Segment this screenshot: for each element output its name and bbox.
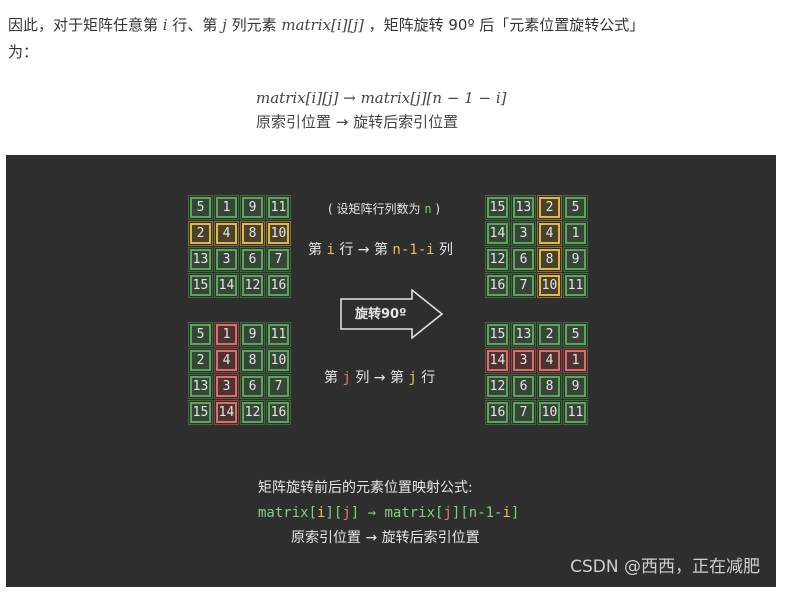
matrix-cell: 9	[563, 374, 588, 399]
matrix-cell: 8	[537, 374, 562, 399]
matrix-cell: 15	[485, 195, 510, 220]
code-formula: matrix[i][j] → matrix[j][n-1-i]	[258, 505, 520, 521]
matrix-cell: 13	[511, 322, 536, 347]
matrix-cell: 6	[240, 247, 265, 272]
matrix-cell: 5	[188, 195, 213, 220]
matrix-cell: 5	[563, 195, 588, 220]
matrix-cell: 2	[188, 348, 213, 373]
diagram-caption: 矩阵旋转前后的元素位置映射公式:	[258, 480, 473, 496]
matrix-cell: 1	[563, 348, 588, 373]
matrix-cell: 4	[537, 221, 562, 246]
matrix-element: matrix[i][j]	[281, 16, 364, 34]
var-j: j	[222, 16, 227, 34]
matrix-cell: 2	[537, 195, 562, 220]
matrix-cell: 6	[511, 247, 536, 272]
formula-line-2: 原索引位置 → 旋转后索引位置	[256, 113, 459, 131]
matrix-cell: 5	[563, 322, 588, 347]
size-note: ( 设矩阵行列数为 n )	[328, 202, 441, 216]
matrix-cell: 2	[537, 322, 562, 347]
matrix-cell: 7	[266, 247, 291, 272]
matrix-cell: 4	[214, 221, 239, 246]
matrix-cell: 4	[537, 348, 562, 373]
matrix-cell: 2	[188, 221, 213, 246]
matrix-cell: 6	[511, 374, 536, 399]
matrix-cell: 3	[214, 374, 239, 399]
matrix-cell: 8	[240, 348, 265, 373]
matrix-cell: 4	[214, 348, 239, 373]
matrix-cell: 3	[511, 348, 536, 373]
matrix-cell: 11	[563, 273, 588, 298]
matrix-cell: 15	[485, 322, 510, 347]
intro-text: ，矩阵旋转 90º 后「元素位置旋转公式」	[363, 16, 645, 34]
matrix-cell: 12	[485, 374, 510, 399]
rule-row-to-column: 第 i 行 → 第 n-1-i 列	[308, 242, 454, 258]
matrix-cell: 10	[266, 221, 291, 246]
matrix-cell: 10	[266, 348, 291, 373]
matrix-cell: 16	[485, 400, 510, 425]
intro-text: 列元素	[226, 16, 282, 34]
matrix-cell: 11	[266, 322, 291, 347]
matrix-cell: 1	[563, 221, 588, 246]
matrix-cell: 9	[563, 247, 588, 272]
matrix-cell: 16	[266, 273, 291, 298]
rotate-arrow-icon	[340, 289, 444, 339]
matrix-cell: 5	[188, 322, 213, 347]
var-i: i	[162, 16, 168, 34]
matrix-cell: 12	[240, 273, 265, 298]
matrix-cell: 9	[240, 195, 265, 220]
matrix-cell: 14	[485, 348, 510, 373]
intro-text: 为：	[8, 43, 39, 61]
matrix-cell: 15	[188, 273, 213, 298]
matrix-cell: 7	[266, 374, 291, 399]
matrix-cell: 3	[214, 247, 239, 272]
intro-paragraph: 因此，对于矩阵任意第 i 行、第 j 列元素 matrix[i][j] ，矩阵旋…	[8, 12, 778, 66]
matrix-cell: 9	[240, 322, 265, 347]
rule-column-to-row: 第 j 列 → 第 j 行	[324, 370, 436, 386]
matrix-cell: 6	[240, 374, 265, 399]
matrix-cell: 16	[485, 273, 510, 298]
matrix-cell: 11	[266, 195, 291, 220]
csdn-watermark: CSDN @西西，正在减肥	[570, 557, 760, 577]
matrix-cell: 13	[511, 195, 536, 220]
matrix-cell: 11	[563, 400, 588, 425]
matrix-cell: 3	[511, 221, 536, 246]
matrix-cell: 14	[214, 273, 239, 298]
matrix-cell: 14	[485, 221, 510, 246]
intro-text: 行、第	[167, 16, 223, 34]
matrix-cell: 10	[537, 273, 562, 298]
matrix-cell: 13	[188, 374, 213, 399]
matrix-cell: 1	[214, 195, 239, 220]
matrix-cell: 16	[266, 400, 291, 425]
code-formula-subtitle: 原索引位置 → 旋转后索引位置	[291, 530, 480, 546]
matrix-cell: 13	[188, 247, 213, 272]
matrix-cell: 12	[240, 400, 265, 425]
matrix-cell: 7	[511, 400, 536, 425]
intro-text: 因此，对于矩阵任意第	[8, 16, 163, 34]
formula-line-1: matrix[i][j] → matrix[j][n − 1 − i]	[256, 89, 507, 107]
matrix-cell: 8	[240, 221, 265, 246]
matrix-cell: 8	[537, 247, 562, 272]
matrix-cell: 14	[214, 400, 239, 425]
matrix-cell: 1	[214, 322, 239, 347]
matrix-cell: 7	[511, 273, 536, 298]
matrix-cell: 15	[188, 400, 213, 425]
matrix-cell: 10	[537, 400, 562, 425]
arrow-label: 旋转90º	[355, 307, 407, 322]
matrix-cell: 12	[485, 247, 510, 272]
rotation-formula: matrix[i][j] → matrix[j][n − 1 − i] 原索引位…	[256, 86, 506, 134]
